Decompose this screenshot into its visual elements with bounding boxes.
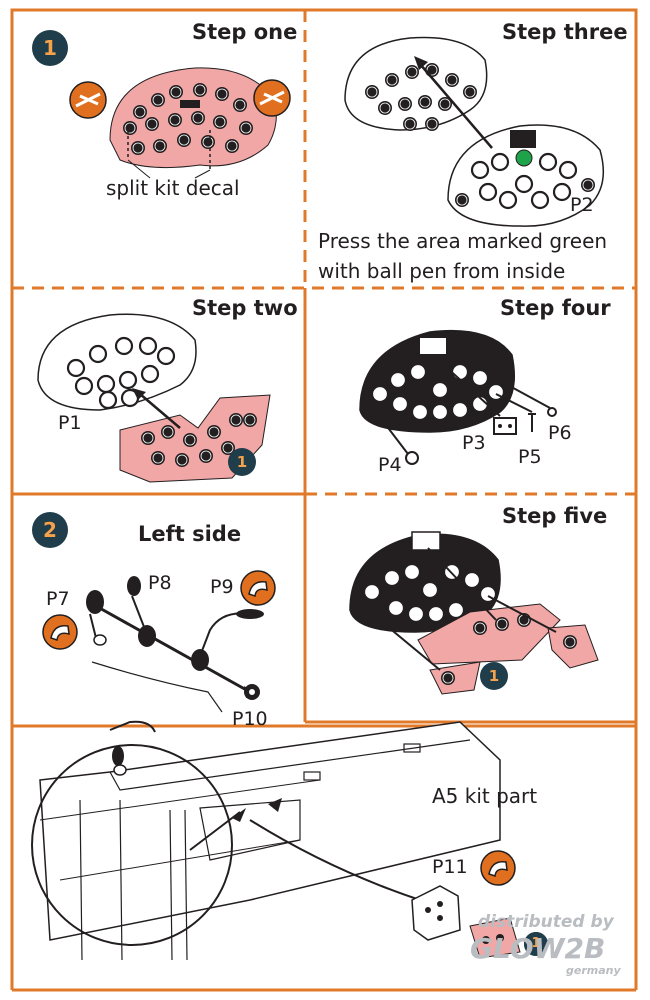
part-p11 (411, 885, 461, 941)
part-p5 (528, 413, 536, 432)
part-p9 (199, 612, 251, 657)
step-one-decal (69, 67, 291, 179)
pliers-icon-right (253, 79, 291, 117)
bend-icon-p7 (42, 614, 78, 650)
part-label-p9: P9 (210, 576, 234, 598)
step-three-panels (344, 36, 605, 227)
part-p6 (547, 407, 557, 417)
bend-icon-p9 (240, 570, 276, 606)
step-one-title: Step one (192, 20, 298, 44)
part-label-p5: P5 (518, 446, 542, 468)
step-five-title: Step five (502, 504, 608, 528)
cockpit-side-wall (31, 720, 548, 961)
step-badge-1: 1 (32, 30, 68, 66)
part-label-p8: P8 (148, 572, 172, 594)
press-area-green (515, 149, 533, 167)
step-three-title: Step three (502, 20, 628, 44)
part-p3 (493, 417, 517, 435)
decal-badge-step-five: 1 (480, 662, 508, 690)
step-five-panels (349, 531, 599, 695)
step-four-title: Step four (500, 296, 611, 320)
press-green-note: Press the area marked green with ball pe… (318, 229, 608, 283)
part-label-p10: P10 (232, 708, 268, 730)
split-kit-decal-caption: split kit decal (106, 176, 240, 200)
bend-icon-p11 (480, 850, 516, 886)
part-p7 (86, 590, 104, 614)
step-two-title: Step two (192, 296, 298, 320)
left-side-title: Left side (138, 522, 242, 546)
left-side-parts (42, 570, 276, 713)
part-label-p1: P1 (58, 412, 82, 434)
decal-badge-step-two: 1 (228, 448, 256, 476)
part-label-p11: P11 (432, 856, 468, 878)
kit-part-label: A5 kit part (432, 784, 538, 808)
part-label-p6: P6 (548, 422, 572, 444)
watermark-distributed: distributed by (478, 912, 614, 932)
decal-badge-bottom: 1 (524, 932, 548, 956)
part-label-p3: P3 (462, 432, 486, 454)
part-label-p7: P7 (46, 588, 70, 610)
step-four-panels (359, 329, 557, 465)
step-badge-2: 2 (32, 512, 68, 548)
watermark-country: germany (566, 964, 621, 977)
sheet-border (10, 8, 638, 728)
part-label-p4: P4 (378, 454, 402, 476)
pliers-icon-left (69, 81, 107, 119)
part-label-p2: P2 (570, 194, 594, 216)
part-p8 (127, 576, 141, 596)
watermark-logo: GLOW2B (470, 932, 606, 965)
part-p4 (405, 451, 419, 465)
